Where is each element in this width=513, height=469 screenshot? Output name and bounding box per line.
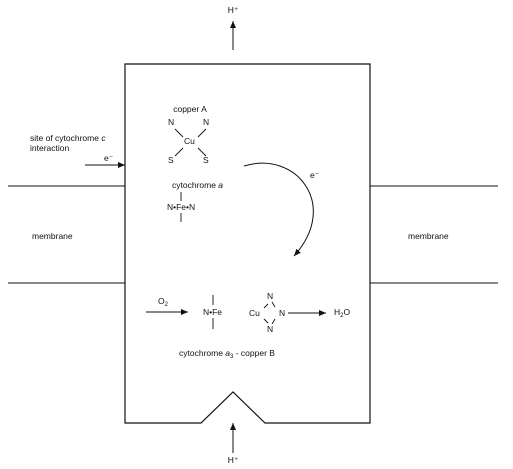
proton-bottom-label: H⁺ bbox=[227, 455, 239, 465]
electron-transfer-arrow bbox=[243, 162, 314, 257]
atom-n: N bbox=[168, 117, 175, 127]
membrane-right-label: membrane bbox=[408, 231, 449, 241]
site-label-line2: interaction bbox=[30, 143, 70, 153]
atom-s: S bbox=[168, 155, 174, 165]
electron-in-label: e⁻ bbox=[104, 153, 114, 163]
atom-n: N bbox=[267, 324, 274, 334]
site-label: site of cytochrome c bbox=[30, 133, 106, 143]
complex-outline bbox=[124, 63, 371, 424]
water-label: H2O bbox=[334, 307, 351, 319]
electron-transfer-label: e⁻ bbox=[310, 170, 320, 180]
atom-n: N bbox=[203, 117, 210, 127]
oxygen-label: O2 bbox=[158, 296, 168, 308]
proton-top-label: H⁺ bbox=[227, 5, 239, 15]
cu-b-bond bbox=[263, 303, 269, 309]
cu-b-bond bbox=[271, 301, 276, 308]
cu-b-bond bbox=[271, 318, 276, 325]
heme-a-atoms: N•Fe•N bbox=[167, 202, 196, 212]
cu-a-bond bbox=[174, 147, 184, 157]
copper-a-title: copper A bbox=[173, 104, 207, 114]
atom-cu: Cu bbox=[184, 136, 195, 146]
cu-a-bond bbox=[197, 147, 207, 157]
heme-a3-atoms: N•Fe bbox=[203, 307, 223, 317]
atom-s: S bbox=[203, 155, 209, 165]
atom-n: N bbox=[279, 308, 286, 318]
cytochrome-a3-copper-b-label: cytochrome a3 - copper B bbox=[179, 348, 275, 360]
membrane-left-label: membrane bbox=[32, 231, 73, 241]
cu-a-bond bbox=[174, 128, 184, 138]
atom-n: N bbox=[267, 291, 274, 301]
cytochrome-a-label: cytochrome a bbox=[172, 180, 224, 190]
atom-cu: Cu bbox=[249, 308, 260, 318]
cu-b-bond bbox=[263, 318, 269, 324]
cu-a-bond bbox=[197, 128, 207, 138]
